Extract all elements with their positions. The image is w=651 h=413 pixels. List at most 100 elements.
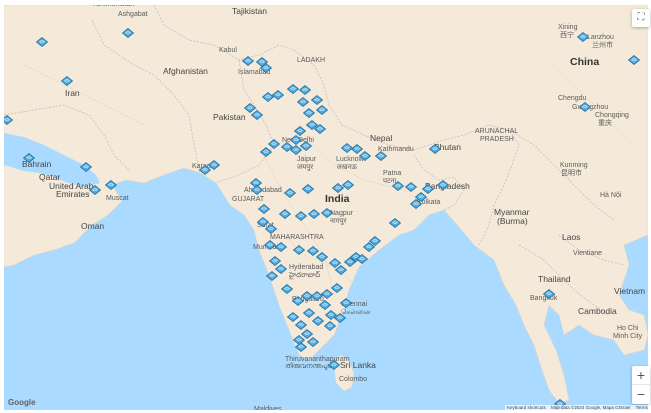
map-marker[interactable] bbox=[543, 289, 555, 299]
map-marker[interactable] bbox=[299, 85, 311, 95]
map-marker[interactable] bbox=[415, 192, 427, 202]
map-marker[interactable] bbox=[281, 284, 293, 294]
map-marker[interactable] bbox=[80, 162, 92, 172]
map-marker[interactable] bbox=[319, 300, 331, 310]
zoom-in-button[interactable]: + bbox=[632, 366, 650, 385]
map-marker[interactable] bbox=[89, 185, 101, 195]
map-marker[interactable] bbox=[297, 97, 309, 107]
map-marker[interactable] bbox=[311, 95, 323, 105]
map-marker[interactable] bbox=[369, 236, 381, 246]
map-marker[interactable] bbox=[272, 90, 284, 100]
map-marker[interactable] bbox=[329, 258, 341, 268]
map-marker[interactable] bbox=[302, 184, 314, 194]
map-marker[interactable] bbox=[4, 115, 13, 125]
zoom-out-button[interactable]: − bbox=[636, 386, 646, 402]
map-marker[interactable] bbox=[332, 183, 344, 193]
map-marker[interactable] bbox=[363, 242, 375, 252]
map-marker[interactable] bbox=[295, 211, 307, 221]
map-marker[interactable] bbox=[312, 316, 324, 326]
map-marker[interactable] bbox=[316, 252, 328, 262]
map-marker[interactable] bbox=[392, 181, 404, 191]
map-marker[interactable] bbox=[122, 28, 134, 38]
map-marker[interactable] bbox=[342, 180, 354, 190]
map-marker[interactable] bbox=[316, 105, 328, 115]
map-marker[interactable] bbox=[61, 76, 73, 86]
map-marker[interactable] bbox=[251, 185, 263, 195]
map-marker[interactable] bbox=[295, 342, 307, 352]
map-marker[interactable] bbox=[331, 283, 343, 293]
map-marker[interactable] bbox=[328, 360, 340, 370]
map-marker[interactable] bbox=[251, 110, 263, 120]
google-logo[interactable]: Google bbox=[8, 398, 36, 407]
map-marker[interactable] bbox=[23, 153, 35, 163]
map-marker[interactable] bbox=[36, 37, 48, 47]
map-marker[interactable] bbox=[260, 147, 272, 157]
map-marker[interactable] bbox=[290, 135, 302, 145]
map-marker[interactable] bbox=[295, 320, 307, 330]
map-basemap[interactable] bbox=[4, 5, 648, 410]
map-marker[interactable] bbox=[293, 245, 305, 255]
map-marker[interactable] bbox=[344, 257, 356, 267]
map-marker[interactable] bbox=[307, 337, 319, 347]
map-marker[interactable] bbox=[292, 296, 304, 306]
map-marker[interactable] bbox=[429, 144, 441, 154]
map-marker[interactable] bbox=[628, 55, 640, 65]
map-marker[interactable] bbox=[258, 204, 270, 214]
map-marker[interactable] bbox=[307, 246, 319, 256]
map-marker[interactable] bbox=[301, 291, 313, 301]
map-marker[interactable] bbox=[268, 139, 280, 149]
map-marker[interactable] bbox=[281, 142, 293, 152]
map-marker[interactable] bbox=[105, 180, 117, 190]
map-marker[interactable] bbox=[351, 144, 363, 154]
map-marker[interactable] bbox=[208, 160, 220, 170]
map-marker[interactable] bbox=[306, 120, 318, 130]
fullscreen-button[interactable]: ⛶ bbox=[632, 9, 650, 27]
map-marker[interactable] bbox=[375, 151, 387, 161]
map-marker[interactable] bbox=[264, 240, 276, 250]
map-marker[interactable] bbox=[287, 312, 299, 322]
map-marker[interactable] bbox=[284, 188, 296, 198]
map-marker[interactable] bbox=[308, 209, 320, 219]
map-marker[interactable] bbox=[242, 56, 254, 66]
map-marker[interactable] bbox=[290, 145, 302, 155]
map-marker[interactable] bbox=[314, 124, 326, 134]
map-marker[interactable] bbox=[260, 63, 272, 73]
map-marker[interactable] bbox=[324, 321, 336, 331]
map-marker[interactable] bbox=[301, 329, 313, 339]
map-marker[interactable] bbox=[359, 151, 371, 161]
map-marker[interactable] bbox=[311, 291, 323, 301]
map-marker[interactable] bbox=[341, 143, 353, 153]
map-marker[interactable] bbox=[279, 209, 291, 219]
map-marker[interactable] bbox=[303, 108, 315, 118]
map-marker[interactable] bbox=[266, 271, 278, 281]
terms-link[interactable]: Terms bbox=[635, 405, 648, 410]
map-container[interactable]: TajikistanAshgabatTurkmenistanAfghanista… bbox=[4, 5, 648, 410]
map-marker[interactable] bbox=[294, 126, 306, 136]
map-marker[interactable] bbox=[275, 242, 287, 252]
map-marker[interactable] bbox=[262, 92, 274, 102]
map-marker[interactable] bbox=[265, 224, 277, 234]
map-marker[interactable] bbox=[321, 289, 333, 299]
map-marker[interactable] bbox=[356, 254, 368, 264]
map-marker[interactable] bbox=[340, 298, 352, 308]
map-marker[interactable] bbox=[321, 208, 333, 218]
map-marker[interactable] bbox=[199, 165, 211, 175]
map-marker[interactable] bbox=[437, 180, 449, 190]
keyboard-shortcuts-link[interactable]: Keyboard shortcuts bbox=[507, 405, 546, 410]
map-marker[interactable] bbox=[577, 32, 589, 42]
map-marker[interactable] bbox=[287, 84, 299, 94]
map-marker[interactable] bbox=[244, 103, 256, 113]
map-marker[interactable] bbox=[303, 308, 315, 318]
map-marker[interactable] bbox=[325, 310, 337, 320]
map-marker[interactable] bbox=[275, 264, 287, 274]
map-marker[interactable] bbox=[334, 313, 346, 323]
map-marker[interactable] bbox=[389, 218, 401, 228]
map-marker[interactable] bbox=[422, 184, 434, 194]
map-marker[interactable] bbox=[405, 182, 417, 192]
map-marker[interactable] bbox=[579, 102, 591, 112]
map-marker[interactable] bbox=[410, 199, 422, 209]
map-marker[interactable] bbox=[257, 217, 269, 227]
map-marker[interactable] bbox=[269, 256, 281, 266]
map-marker[interactable] bbox=[300, 141, 312, 151]
map-marker[interactable] bbox=[335, 265, 347, 275]
